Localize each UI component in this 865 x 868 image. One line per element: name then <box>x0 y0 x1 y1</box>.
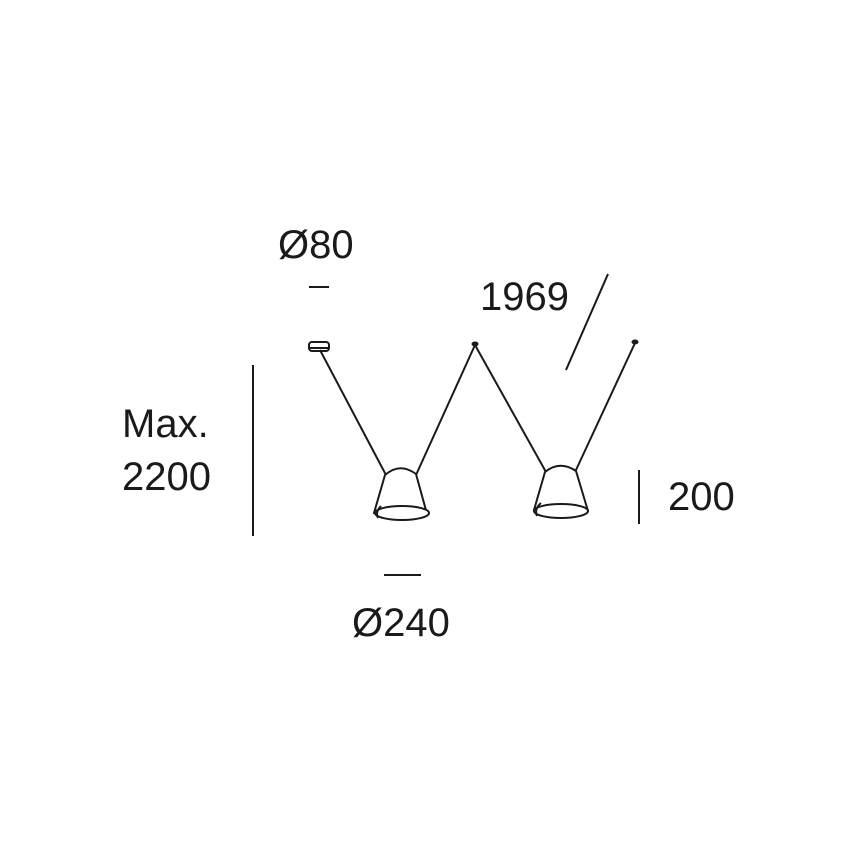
cable-length-label: 1969 <box>480 275 569 319</box>
max-height-label-line1: Max. <box>122 402 209 446</box>
ceiling-anchor-right <box>631 339 639 345</box>
max-height-label-line2: 2200 <box>122 455 211 499</box>
suspension-cables <box>319 342 636 476</box>
lamp-shade-left <box>372 467 430 521</box>
shade-diameter-label: Ø240 <box>352 601 450 645</box>
shade-height-label: 200 <box>668 475 735 519</box>
canopy-diameter-label: Ø80 <box>278 223 354 267</box>
ceiling-canopy <box>308 341 330 352</box>
ceiling-anchor-middle <box>471 341 479 347</box>
cable-length-dimension-line <box>565 273 609 371</box>
lamp-shade-right <box>532 464 590 519</box>
